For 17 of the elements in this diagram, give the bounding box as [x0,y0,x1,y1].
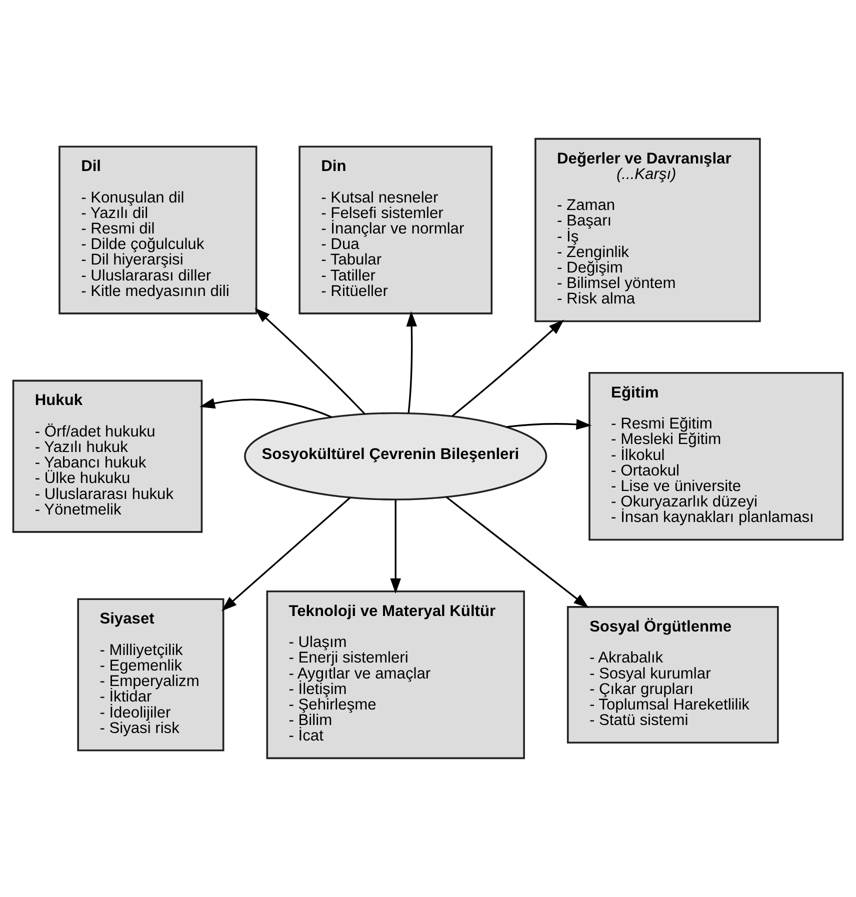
node-box: Siyaset - Milliyetçilik - Egemenlik - Emperyalizm - İktidar - İdeolijiler - Siyasi risk [77,598,224,752]
arrow [254,308,366,415]
arrow [446,496,589,608]
node-box: Teknoloji ve Materyal Kültür - Ulaşım - Enerji sistemleri - Aygıtlar ve amaçlar - İletişim - Şehirleşme - Bilim - İcat [266,590,525,760]
node-box: Din - Kutsal nesneler - Felsefi sistemler - İnançlar ve normlar - Dua - Tabular - Tatiller - Ritüeller [298,146,493,314]
node-box: Hukuk - Örf/adet hukuku - Yazılı hukuk - Yabancı hukuk - Ülke hukuku - Uluslararası hukuk - Yönetmelik [12,380,203,533]
arrow [221,497,351,612]
node-box: Değerler ve Davranışlar (...Karşı) - Zaman - Başarı - İş - Zenginlik - Değişim - Bilimsel yöntem - Risk alma [534,138,761,322]
arrow [452,320,564,417]
node-box: Eğitim - Resmi Eğitim - Mesleki Eğitim - İlkokul - Ortaokul - Lise ve üniversite - Okuryazarlık düzeyi - İnsan kaynakları planlaması [588,372,844,541]
node-box: Dil - Konuşulan dil - Yazılı dil - Resmi dil - Dilde çoğulculuk - Dil hiyerarşisi - Uluslararası diller - Kitle medyasının dili [58,146,258,314]
arrow [200,398,332,418]
arrow [406,311,418,414]
arrow [506,419,592,430]
node-ellipse: Sosyokültürel Çevrenin Bileşenleri [244,412,548,500]
arrow [390,500,401,594]
node-box: Sosyal Örgütlenme - Akrabalık - Sosyal kurumlar - Çıkar grupları - Toplumsal Hareketlilik - Statü sistemi [566,606,779,744]
